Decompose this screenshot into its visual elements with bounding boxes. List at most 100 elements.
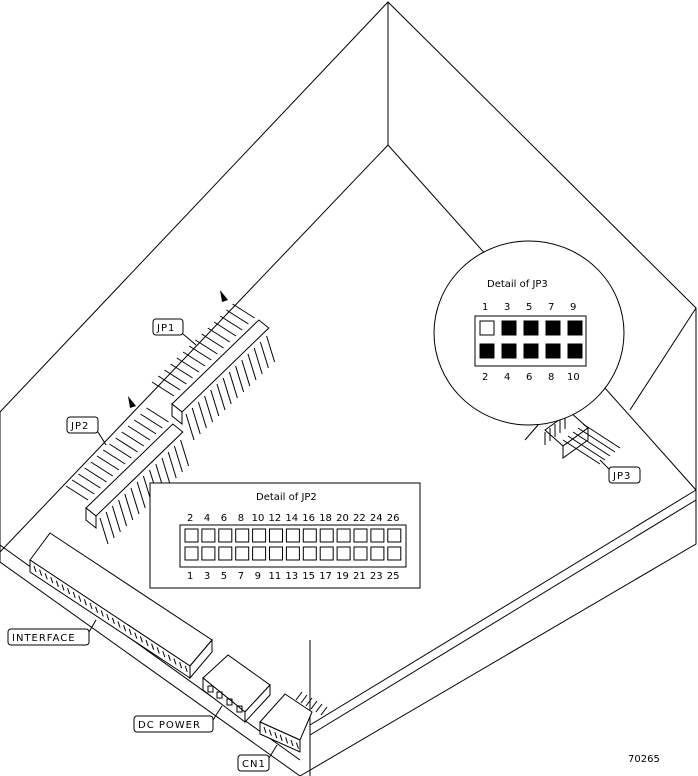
interface-connector bbox=[29, 532, 213, 680]
jp3-pin-label: 6 bbox=[526, 372, 532, 383]
jp2-pin-label: 21 bbox=[353, 571, 366, 582]
jp2-pin bbox=[370, 546, 385, 561]
header-pin bbox=[222, 377, 232, 405]
header-pin bbox=[201, 333, 224, 349]
jp2-pin bbox=[353, 546, 368, 561]
header-pin bbox=[170, 363, 193, 379]
header-pin bbox=[182, 351, 206, 367]
header-pin bbox=[111, 505, 121, 533]
callout-jp3: JP3 bbox=[599, 459, 641, 484]
jp3-pin-label: 2 bbox=[482, 372, 488, 383]
header-pin bbox=[84, 467, 107, 483]
header-pin bbox=[78, 473, 101, 489]
interface-pin bbox=[44, 573, 48, 580]
jp2-pin-label: 17 bbox=[319, 571, 332, 582]
jp2-pin bbox=[387, 528, 402, 543]
jp2-pin-label: 19 bbox=[336, 571, 349, 582]
jp2-pin bbox=[302, 528, 317, 543]
interface-pin bbox=[67, 588, 71, 595]
jp2-pin bbox=[302, 546, 317, 561]
svg-text:DC POWER: DC POWER bbox=[138, 720, 201, 731]
header-pin bbox=[167, 451, 177, 479]
interface-pin bbox=[61, 584, 65, 591]
header-pin bbox=[247, 353, 257, 381]
jp2-pin-label: 10 bbox=[252, 513, 265, 524]
header-pin bbox=[185, 413, 195, 441]
jp2-pin-label: 18 bbox=[319, 513, 332, 524]
jp2-pin bbox=[319, 546, 334, 561]
jp3-pin bbox=[545, 343, 561, 359]
jp2-pin bbox=[285, 528, 300, 543]
interface-pin bbox=[134, 632, 138, 639]
interface-pin bbox=[78, 595, 82, 602]
header-pin bbox=[226, 309, 249, 325]
header-pin bbox=[266, 335, 276, 363]
jp2-pin bbox=[235, 528, 250, 543]
jp3-pin bbox=[545, 320, 561, 336]
interface-pin bbox=[156, 647, 160, 654]
header-pin bbox=[219, 315, 243, 331]
jp2-pin-label: 20 bbox=[336, 513, 349, 524]
interface-pin bbox=[179, 662, 183, 669]
header-pin bbox=[253, 347, 263, 375]
header-pin bbox=[161, 457, 171, 485]
header-pin bbox=[96, 455, 120, 471]
jp2-pin-label: 23 bbox=[370, 571, 383, 582]
header-pin bbox=[140, 413, 163, 429]
jp3-pin bbox=[479, 343, 495, 359]
jp3-header-pin bbox=[567, 435, 606, 461]
jp2-pin bbox=[218, 528, 233, 543]
interface-pin bbox=[151, 643, 155, 650]
jp3-pin bbox=[501, 320, 517, 336]
header-pin bbox=[105, 511, 115, 539]
cn1-pin bbox=[279, 734, 283, 741]
header-pin bbox=[176, 357, 200, 373]
interface-pin bbox=[117, 621, 121, 628]
header-pin bbox=[102, 449, 126, 465]
jp2-pin bbox=[336, 528, 351, 543]
cn1-pin bbox=[274, 732, 278, 739]
header-pin bbox=[146, 407, 169, 423]
cn1-connector bbox=[259, 691, 328, 753]
pin1-marker-icon bbox=[220, 290, 228, 302]
callout-jp1: JP1 bbox=[152, 318, 197, 346]
jp3-pin bbox=[567, 343, 583, 359]
jp3-header bbox=[544, 411, 621, 465]
header-pin bbox=[210, 389, 220, 417]
interface-pin bbox=[95, 606, 99, 613]
jp2-pin-label: 5 bbox=[221, 571, 227, 582]
jp2-pin-label: 26 bbox=[387, 513, 400, 524]
interface-pin bbox=[139, 636, 143, 643]
figure-id: 70265 bbox=[628, 754, 660, 765]
callout-jp2: JP2 bbox=[66, 416, 107, 446]
interface-pin bbox=[184, 665, 188, 673]
callout-dc-power: DC POWER bbox=[133, 705, 223, 733]
jp2-pin bbox=[353, 528, 368, 543]
jp3-header-pin bbox=[572, 431, 611, 457]
jp2-pin bbox=[252, 546, 267, 561]
interface-pin bbox=[39, 569, 43, 576]
header-pin bbox=[191, 407, 201, 435]
svg-text:JP2: JP2 bbox=[70, 421, 89, 432]
jp2-pin bbox=[184, 528, 199, 543]
interface-pin bbox=[83, 599, 87, 606]
header-pin bbox=[71, 479, 95, 495]
header-pin bbox=[241, 359, 251, 387]
cn1-pin bbox=[285, 737, 289, 744]
jp2-pin-label: 14 bbox=[285, 513, 298, 524]
pin1-marker-icon bbox=[128, 396, 136, 408]
header-pin bbox=[130, 487, 140, 515]
interface-pin bbox=[100, 610, 104, 617]
header-pin bbox=[157, 375, 181, 391]
header-pin bbox=[204, 395, 214, 423]
interface-pin bbox=[50, 576, 54, 584]
jp2-pin-label: 4 bbox=[204, 513, 210, 524]
header-pin bbox=[118, 499, 128, 527]
jp2-pin bbox=[218, 546, 233, 561]
header-pin bbox=[121, 431, 145, 447]
jp2-pin bbox=[336, 546, 351, 561]
